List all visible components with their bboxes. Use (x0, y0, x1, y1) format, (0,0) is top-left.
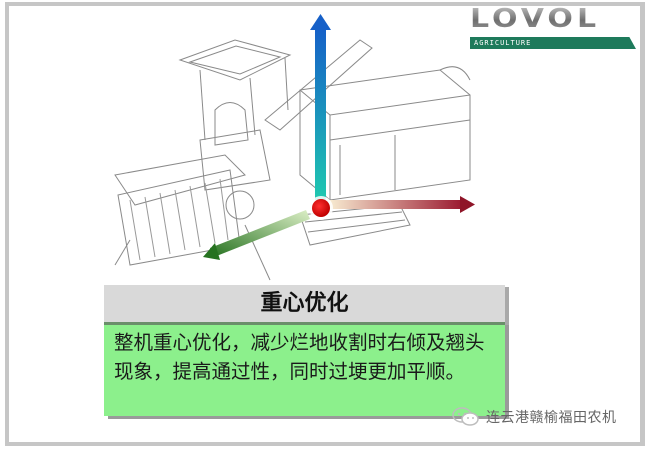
vertical-axis-arrow (310, 14, 331, 200)
panel-title: 重心优化 (260, 291, 349, 316)
logo-wordmark: LOVOL (470, 4, 601, 34)
title-box: 重心优化 (104, 285, 505, 323)
lovol-logo: LOVOL AGRICULTURE (466, 4, 638, 50)
wechat-icon (452, 407, 479, 426)
harvester-illustration (114, 14, 475, 281)
harvester-drawing (114, 39, 471, 281)
longitudinal-axis-arrow (330, 196, 475, 213)
description-box: 整机重心优化，减少烂地收割时右倾及翘头现象，提高通过性，同时过埂更加平顺。 (104, 322, 505, 416)
panel-body: 整机重心优化，减少烂地收割时右倾及翘头现象，提高通过性，同时过埂更加平顺。 (114, 331, 485, 383)
logo-bar (470, 37, 636, 49)
watermark-text: 连云港赣榆福田农机 (486, 410, 617, 426)
logo-subtitle: AGRICULTURE (474, 39, 532, 47)
wechat-watermark: 连云港赣榆福田农机 (452, 406, 617, 428)
lateral-axis-arrow (203, 210, 310, 260)
